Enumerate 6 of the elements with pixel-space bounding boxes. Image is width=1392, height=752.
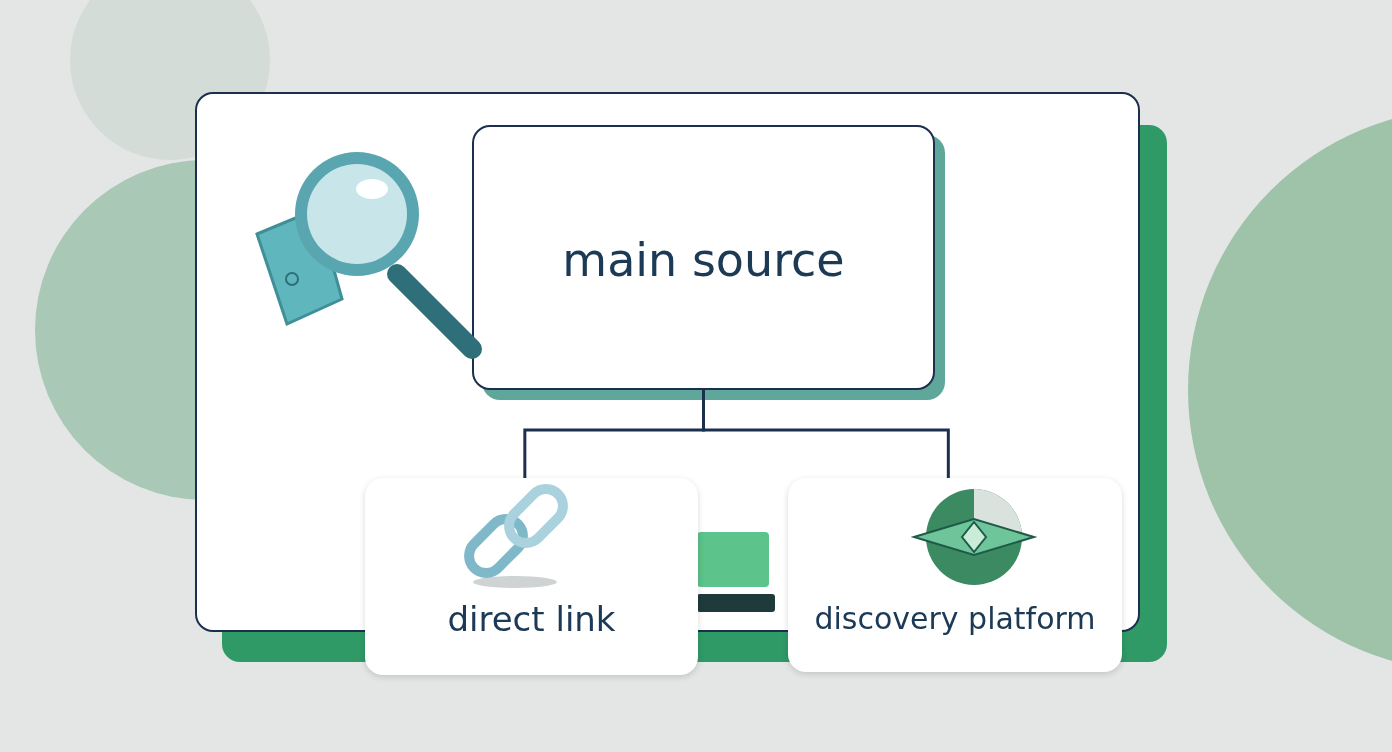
connector-line [702,390,950,478]
node-label: main source [561,234,846,285]
node-label: direct link [446,601,617,639]
direct-link-card [365,478,698,675]
discovery-platform-card [788,478,1122,672]
node-label: discovery platform [813,601,1097,635]
